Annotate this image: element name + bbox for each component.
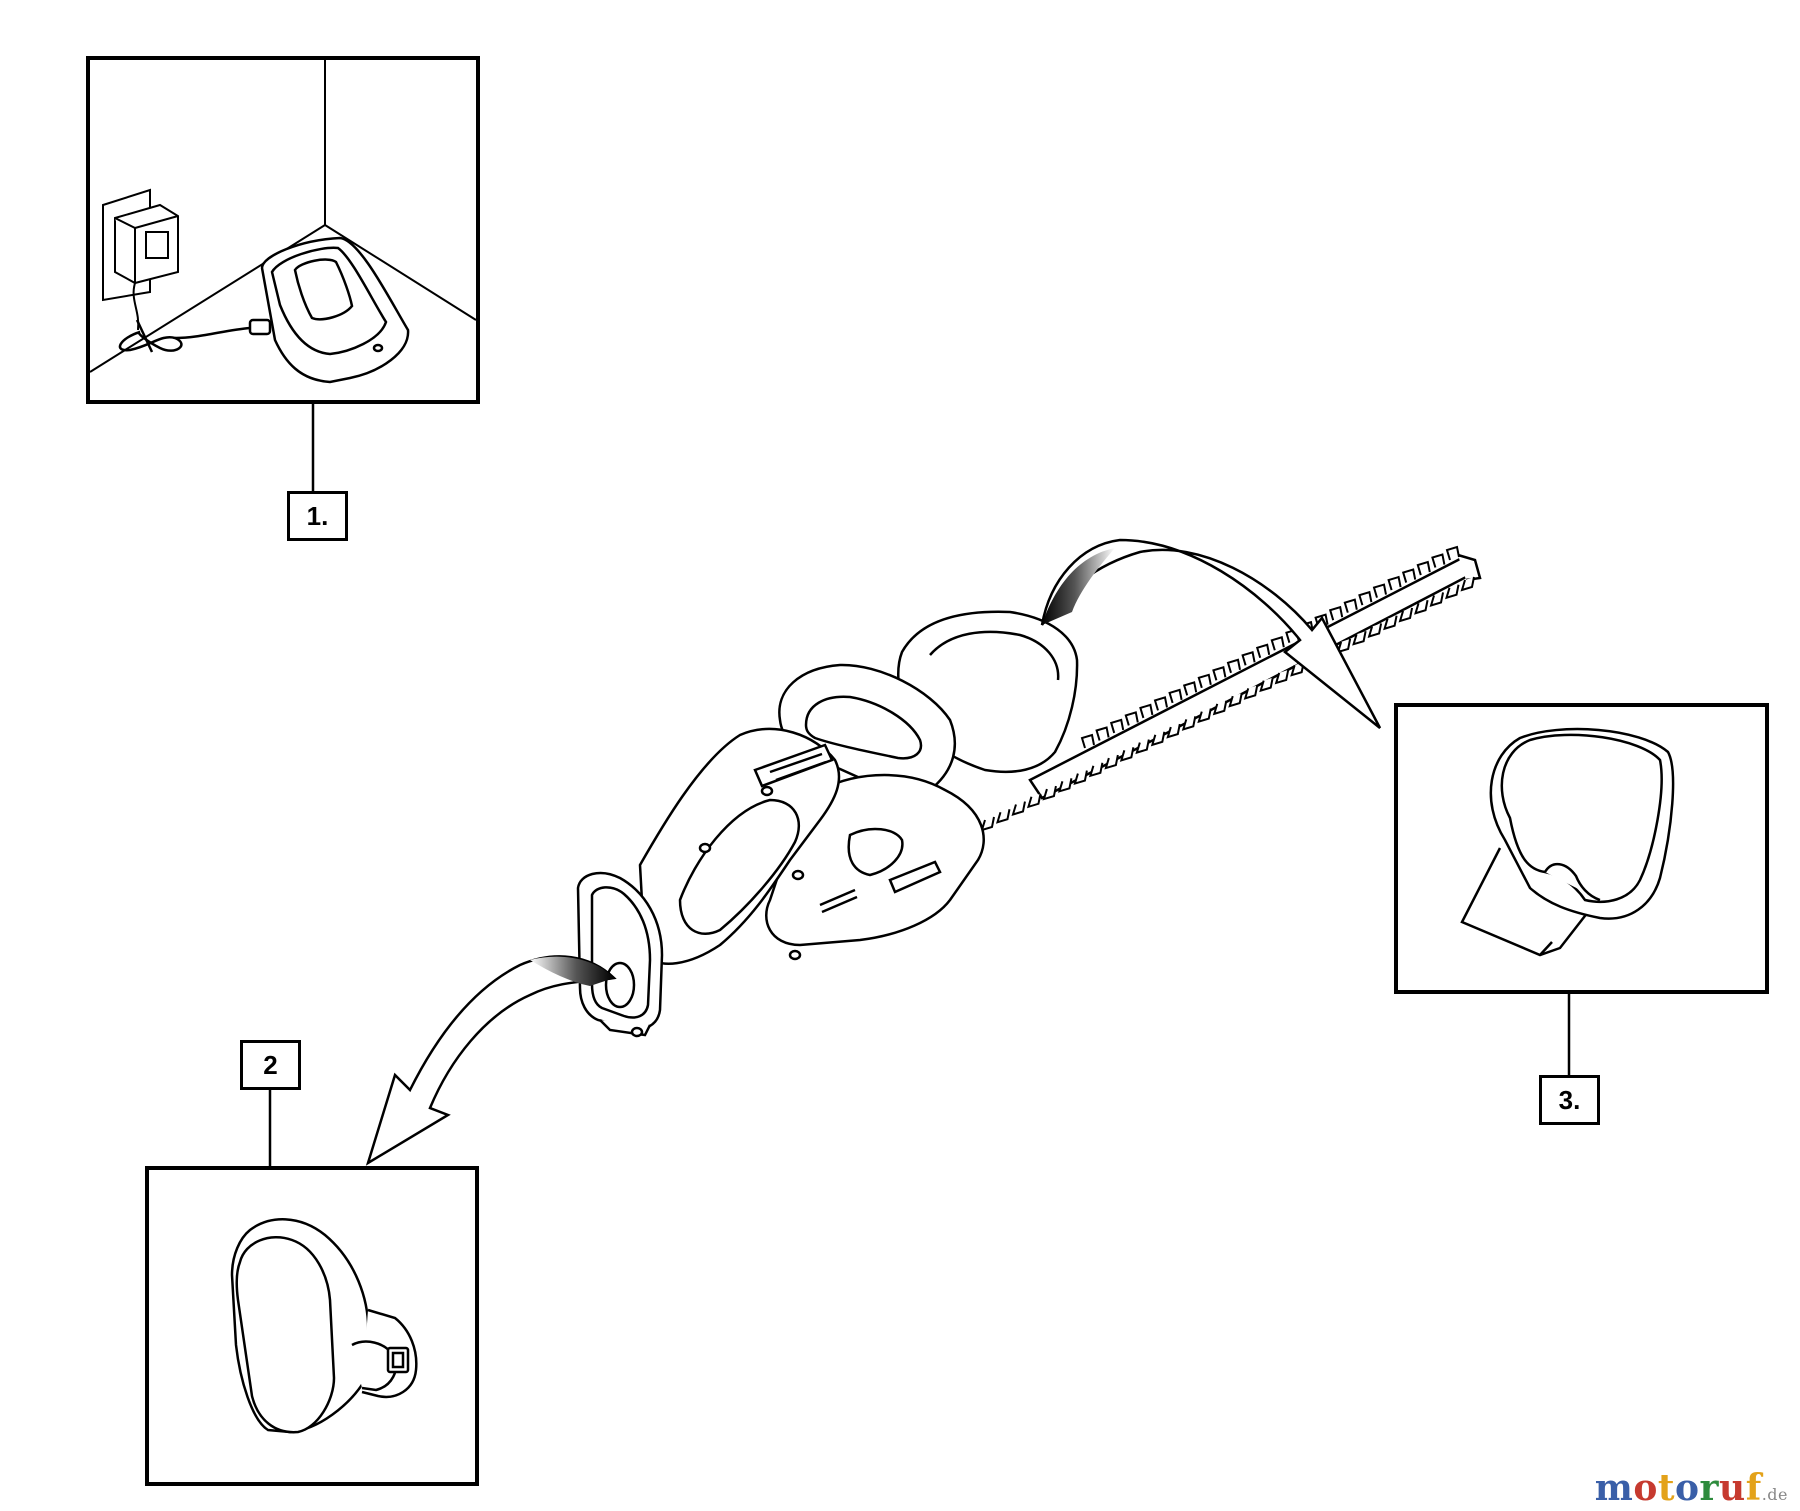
blade-tooth [1168, 688, 1183, 704]
watermark-text: motoruf [1595, 1467, 1762, 1509]
blade-tooth [1255, 643, 1271, 659]
watermark-suffix: .de [1761, 1485, 1788, 1504]
watermark-letter: f [1745, 1467, 1762, 1509]
blade-tooth [1429, 592, 1445, 607]
blade-tooth [1243, 685, 1259, 700]
blade-teeth-lower [980, 576, 1475, 832]
callout-label-2: 2 [240, 1040, 301, 1090]
blade-tooth [1343, 598, 1358, 613]
blade-tooth [1383, 615, 1398, 631]
blade-tooth [1416, 560, 1431, 576]
wall-adapter-icon [102, 188, 179, 331]
callout-label-1: 1. [287, 491, 348, 541]
blade-tooth [1095, 726, 1110, 741]
blade-tooth [1139, 703, 1154, 719]
blade-tooth [1241, 651, 1256, 666]
blade-tooth [1182, 681, 1198, 696]
blade-tooth [1212, 666, 1227, 681]
battery-icon [230, 1218, 418, 1434]
blade-tooth [1124, 711, 1139, 726]
blade-tooth [1431, 553, 1446, 568]
blade-tooth [1328, 605, 1344, 621]
blade-tooth [1197, 708, 1212, 724]
blade-tooth [1080, 733, 1095, 749]
watermark-letter: o [1633, 1467, 1658, 1509]
blade-tooth [1401, 568, 1417, 583]
blade-tooth [1270, 635, 1285, 651]
blade-tooth [1042, 785, 1057, 801]
curved-arrow-icon [365, 538, 1382, 1166]
blade-tooth [1336, 638, 1352, 654]
blade-tooth [1119, 747, 1135, 762]
charger-icon [118, 236, 410, 384]
watermark-letter: r [1699, 1467, 1720, 1509]
blade-tooth [1153, 696, 1168, 711]
blade-tooth [1109, 718, 1125, 734]
blade-tooth [1150, 731, 1166, 747]
blade-tooth [1135, 739, 1150, 755]
blade-tooth [980, 816, 995, 832]
blade-tooth [1073, 770, 1088, 786]
blade-tooth [1372, 583, 1387, 598]
blade-cover-icon [1460, 727, 1675, 957]
blade-tooth [1057, 778, 1073, 793]
blade-tooth [1445, 545, 1460, 561]
watermark-logo: motoruf.de [1595, 1467, 1788, 1509]
blade-tooth [1166, 723, 1181, 739]
blade-tooth [1367, 623, 1383, 638]
blade-tooth [1226, 658, 1241, 674]
blade-tooth [1026, 793, 1042, 809]
blade-tooth [1228, 692, 1243, 708]
blade-tooth [1197, 673, 1212, 689]
blade-tooth [1414, 600, 1429, 615]
blade-tooth [1088, 762, 1104, 778]
blade-tooth [1212, 700, 1228, 716]
blade-tooth [1387, 575, 1402, 591]
blade-tooth [995, 809, 1011, 824]
blade-tooth [1352, 630, 1367, 646]
blade-tooth [1274, 669, 1290, 685]
blade-tooth [1104, 754, 1119, 770]
blade-tooth [1259, 677, 1274, 693]
watermark-letter: m [1594, 1467, 1634, 1509]
watermark-letter: u [1719, 1467, 1746, 1509]
watermark-letter: t [1657, 1467, 1676, 1509]
callout-label-3: 3. [1539, 1075, 1600, 1125]
blade-teeth-upper [1080, 545, 1460, 749]
blade-tooth [1445, 584, 1460, 600]
blade-tooth [1398, 607, 1414, 623]
blade-tooth [1460, 576, 1475, 592]
blade-tooth [1181, 716, 1197, 731]
hedge-trimmer-icon [576, 545, 1482, 1038]
blade-tooth [1011, 801, 1026, 817]
watermark-letter: o [1675, 1467, 1700, 1509]
blade-tooth [1358, 590, 1373, 606]
